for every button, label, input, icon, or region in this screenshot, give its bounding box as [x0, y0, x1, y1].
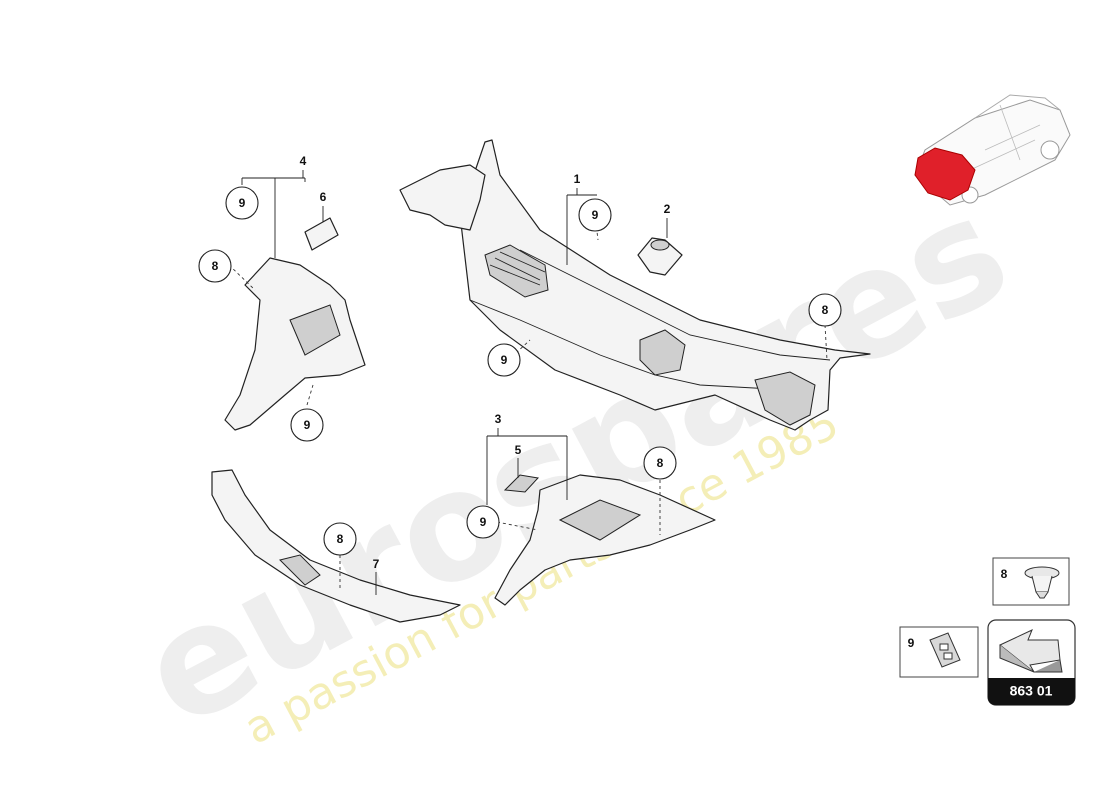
callout-9-text: 9 [480, 515, 487, 529]
part-7-lower-strip [211, 469, 461, 623]
callout-9: 9 [290, 408, 324, 442]
callout-9-text: 9 [592, 208, 599, 222]
label-part-2: 2 [664, 202, 671, 216]
callout-9-text: 9 [239, 196, 246, 210]
callout-8: 8 [198, 249, 232, 283]
callout-9: 9 [225, 186, 259, 220]
clip-icon [1024, 566, 1060, 599]
label-part-5: 5 [515, 443, 522, 457]
highlighted-area [914, 147, 976, 201]
callout-8: 8 [323, 522, 357, 556]
label-part-3: 3 [495, 412, 502, 426]
part-4-left-trim [224, 257, 366, 431]
leader-lines [228, 170, 828, 595]
callout-9: 9 [466, 505, 500, 539]
callout-9: 9 [487, 343, 521, 377]
label-part-6: 6 [320, 190, 327, 204]
part-2-cap [637, 237, 683, 276]
label-part-1: 1 [574, 172, 581, 186]
fastener-icon [929, 632, 961, 668]
part-3-center-trim [494, 474, 716, 606]
callout-8-text: 8 [337, 532, 344, 546]
legend-fastener-9: 9 [899, 626, 979, 678]
arrow-icon [999, 629, 1063, 673]
legend-clip-8: 8 [992, 557, 1070, 606]
part-labels: 1 2 3 4 5 6 7 [300, 154, 671, 571]
part-6-clip [304, 217, 339, 251]
callout-9: 9 [578, 198, 612, 232]
label-part-4: 4 [300, 154, 307, 168]
callout-8: 8 [643, 446, 677, 480]
legend-clip-label: 8 [1001, 567, 1008, 581]
callout-9-text: 9 [304, 418, 311, 432]
callout-8-text: 8 [212, 259, 219, 273]
legend-fastener-label: 9 [908, 636, 915, 650]
label-part-7: 7 [373, 557, 380, 571]
callout-8-text: 8 [657, 456, 664, 470]
section-badge: 863 01 [987, 619, 1076, 706]
callout-9-text: 9 [501, 353, 508, 367]
callout-8: 8 [808, 293, 842, 327]
car-thumbnail [914, 94, 1071, 206]
part-5-tab [503, 474, 539, 493]
part-1-cowl-panel [399, 139, 871, 431]
callout-8-text: 8 [822, 303, 829, 317]
section-code: 863 01 [1010, 683, 1053, 699]
